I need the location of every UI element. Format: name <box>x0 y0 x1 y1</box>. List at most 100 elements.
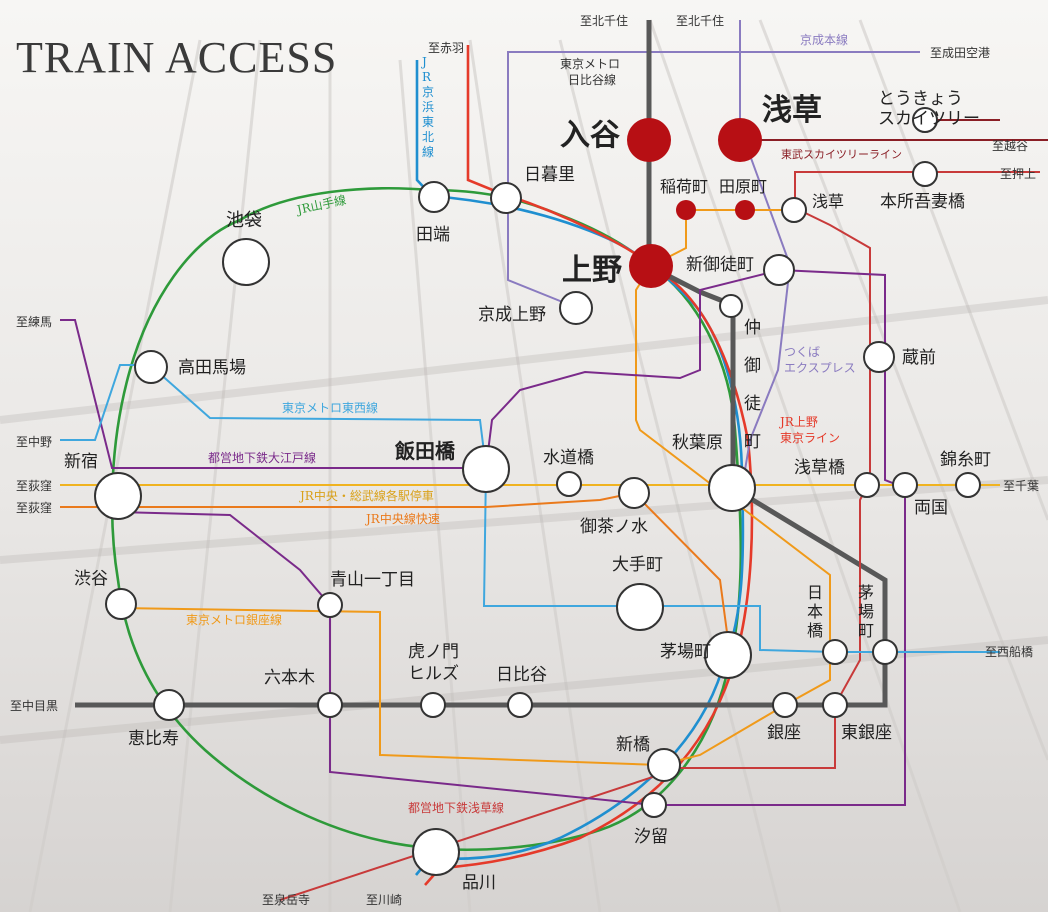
line-label-keisei: 京成本線 <box>800 32 848 47</box>
station-marker-skytree[interactable] <box>912 107 938 133</box>
station-marker-kayabacho[interactable] <box>872 639 898 665</box>
line-label-asakusa: 都営地下鉄浅草線 <box>408 800 504 815</box>
line-label-chuo-rapid: JR中央線快速 <box>364 511 440 526</box>
station-marker-tabata[interactable] <box>418 181 450 213</box>
dest-nerima: 至練馬 <box>16 315 52 329</box>
station-marker-keisei-ueno[interactable] <box>559 291 593 325</box>
station-marker-iriya[interactable] <box>627 118 671 162</box>
station-label-tabata: 田端 <box>416 225 450 245</box>
station-marker-takadanobaba[interactable] <box>134 350 168 384</box>
station-label-asakusa-main: 浅草 <box>762 93 822 128</box>
dest-kawasaki: 至川崎 <box>366 893 402 907</box>
station-label-keisei-ueno: 京成上野 <box>478 305 546 325</box>
station-marker-shinagawa[interactable] <box>412 828 460 876</box>
station-label-nakaokachimachi: 仲御徒町 <box>740 318 761 449</box>
station-marker-shinjuku[interactable] <box>94 472 142 520</box>
station-label-kinshicho: 錦糸町 <box>940 450 991 470</box>
station-marker-ueno[interactable] <box>629 244 673 288</box>
station-marker-akihabara[interactable] <box>708 464 756 512</box>
station-label-iriya: 入谷 <box>560 118 620 153</box>
line-label-tobu: 東武スカイツリーライン <box>781 148 902 161</box>
dest-narita: 至成田空港 <box>930 46 990 60</box>
station-marker-higashiginza[interactable] <box>822 692 848 718</box>
station-label-higashiginza: 東銀座 <box>841 723 892 743</box>
station-marker-asakusabashi[interactable] <box>854 472 880 498</box>
station-label-asakusabashi: 浅草橋 <box>794 458 845 478</box>
line-chuo-rapid <box>60 491 731 656</box>
dest-ogikubo-2: 至荻窪 <box>16 500 52 515</box>
station-marker-aoyama[interactable] <box>317 592 343 618</box>
station-marker-inaricho[interactable] <box>676 200 696 220</box>
station-marker-shinokachimachi[interactable] <box>763 254 795 286</box>
dest-koshigaya: 至越谷 <box>992 139 1028 153</box>
station-marker-shibuya[interactable] <box>105 588 137 620</box>
station-marker-ikebukuro[interactable] <box>222 238 270 286</box>
station-marker-shinbashi[interactable] <box>647 748 681 782</box>
line-label-tozai: 東京メトロ東西線 <box>282 400 378 415</box>
station-label-kayabacho: 茅場町 <box>858 583 874 640</box>
station-label-suidobashi: 水道橋 <box>543 448 594 468</box>
destinations: 至北千住 至北千住 至赤羽 至成田空港 至越谷 至押上 至練馬 至中野 至荻窪 … <box>10 14 1039 907</box>
station-label-aoyama: 青山一丁目 <box>330 570 415 590</box>
dest-nakano: 至中野 <box>16 434 52 449</box>
line-label-chuo-sobu: JR中央・総武線各駅停車 <box>298 488 434 503</box>
station-marker-ebisu[interactable] <box>153 689 185 721</box>
station-marker-ochanomizu[interactable] <box>618 477 650 509</box>
station-label-shinagawa: 品川 <box>462 873 496 893</box>
station-label-skytree: とうきょうスカイツリー <box>878 89 980 129</box>
map-title: TRAIN ACCESS <box>16 33 338 82</box>
dest-nakameguro: 至中目黒 <box>10 698 58 713</box>
station-label-hibiya: 日比谷 <box>496 665 547 685</box>
line-label-oedo: 都営地下鉄大江戸線 <box>208 450 316 465</box>
station-label-shiodome: 汐留 <box>634 827 668 847</box>
station-marker-tokyo[interactable] <box>704 631 752 679</box>
station-label-otemachi: 大手町 <box>612 555 663 575</box>
dest-kitasenju-1: 至北千住 <box>580 14 628 28</box>
line-label-ueno-tokyo: JR上野東京ライン <box>778 415 840 445</box>
station-marker-asakusa-main[interactable] <box>718 118 762 162</box>
station-label-ebisu: 恵比寿 <box>128 729 179 749</box>
station-marker-nihonbashi[interactable] <box>822 639 848 665</box>
dest-nishifunabashi: 至西船橋 <box>985 645 1033 659</box>
station-marker-suidobashi[interactable] <box>556 471 582 497</box>
station-marker-honjo[interactable] <box>912 161 938 187</box>
station-label-ginza: 銀座 <box>767 723 801 743</box>
station-marker-ryogoku[interactable] <box>892 472 918 498</box>
station-marker-kuramae[interactable] <box>863 341 895 373</box>
station-label-ueno: 上野 <box>562 253 622 288</box>
station-marker-ginza[interactable] <box>772 692 798 718</box>
station-marker-kinshicho[interactable] <box>955 472 981 498</box>
dest-oshiage: 至押上 <box>1000 167 1036 181</box>
station-label-iidabashi: 飯田橋 <box>394 439 456 463</box>
station-label-tawaramachi: 田原町 <box>719 177 767 196</box>
station-marker-tawaramachi[interactable] <box>735 200 755 220</box>
station-label-akihabara: 秋葉原 <box>672 433 723 453</box>
station-marker-nakaokachimachi[interactable] <box>719 294 743 318</box>
station-label-asakusa-tobu: 浅草 <box>812 192 844 211</box>
station-label-nihonbashi: 日本橋 <box>807 583 823 640</box>
line-tsukuba <box>739 20 792 489</box>
station-marker-shiodome[interactable] <box>641 792 667 818</box>
station-labels: 入谷 浅草 上野 稲荷町 田原町 浅草 とうきょうスカイツリー 本所吾妻橋 日暮… <box>64 89 991 893</box>
dest-kitasenju-2: 至北千住 <box>676 14 724 28</box>
station-label-ochanomizu: 御茶ノ水 <box>580 517 648 537</box>
dest-sengakuji: 至泉岳寺 <box>262 893 310 907</box>
station-label-ikebukuro: 池袋 <box>226 210 262 231</box>
station-label-kuramae: 蔵前 <box>902 348 936 368</box>
station-marker-toranomon[interactable] <box>420 692 446 718</box>
station-marker-nippori[interactable] <box>490 182 522 214</box>
station-label-toranomon: 虎ノ門ヒルズ <box>408 642 459 684</box>
station-label-roppongi: 六本木 <box>264 668 315 688</box>
station-label-takadanobaba: 高田馬場 <box>178 358 246 378</box>
station-marker-otemachi[interactable] <box>616 583 664 631</box>
station-marker-iidabashi[interactable] <box>462 445 510 493</box>
station-marker-hibiya[interactable] <box>507 692 533 718</box>
line-keisei <box>507 51 920 308</box>
station-marker-roppongi[interactable] <box>317 692 343 718</box>
station-label-ryogoku: 両国 <box>914 498 948 518</box>
station-marker-asakusa-tobu[interactable] <box>781 197 807 223</box>
station-label-nippori: 日暮里 <box>524 165 575 185</box>
dest-chiba: 至千葉 <box>1003 479 1039 493</box>
